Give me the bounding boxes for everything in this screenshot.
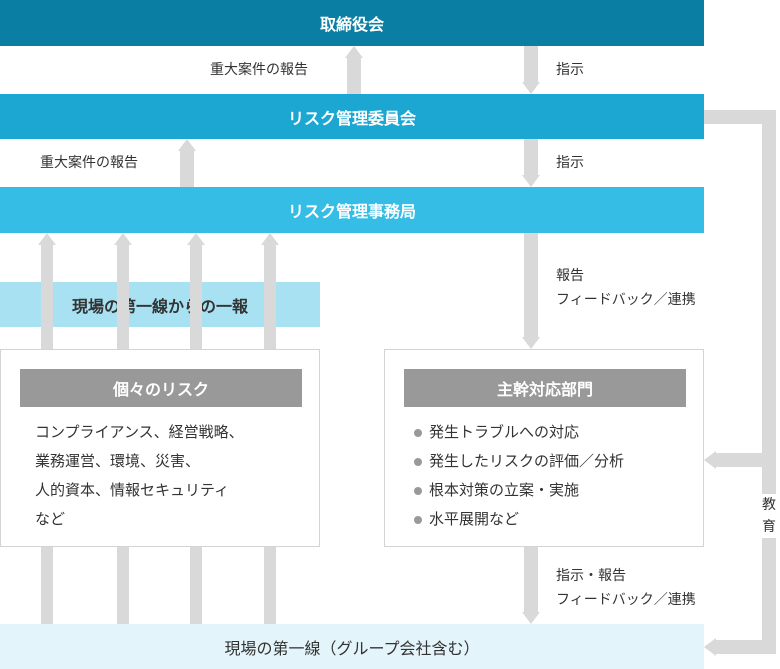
education-to-frontline-shaft [716,640,762,654]
instruct-down-arrow-shaft [524,46,538,82]
education-label-1: 教 [762,497,776,513]
report-to-board-label: 重大案件の報告 [210,62,308,78]
risk-line-4: など [35,510,66,528]
risk-line-3: 人的資本、情報セキュリティ [35,481,230,499]
office-to-dept-label-1: 報告 [556,268,584,284]
office-to-dept-label-2: フィードバック／連携 [556,292,696,308]
office-to-dept-arrow-shaft [524,233,538,337]
frontline-up-arrow-4-head [261,233,279,245]
report-up-arrow-head [345,46,363,58]
education-to-dept-shaft [716,453,762,467]
board-label: 取締役会 [319,15,384,34]
frontline-report-label: 現場の第一線からの一報 [71,296,248,316]
education-vertical-line [762,110,776,654]
risk-box: 個々のリスク コンプライアンス、経営戦略、 業務運営、環境、災害、 人的資本、情… [0,349,320,547]
instruct-from-committee-label: 指示 [556,155,584,171]
dept-to-frontline-label-2: フィードバック／連携 [556,592,696,608]
office-band: リスク管理事務局 [0,187,704,233]
risk-line-2: 業務運営、環境、災害、 [35,452,201,470]
dept-task-text: 発生したリスクの評価／分析 [429,452,625,470]
frontline-up-arrow-1-head [38,233,56,245]
office-to-dept-arrow-head [522,337,540,349]
bullet-icon [414,516,422,524]
dept-box-title: 主幹対応部門 [404,369,686,407]
education-label: 教 育 [756,494,780,538]
bullet-icon [414,429,422,437]
board-band: 取締役会 [0,0,704,46]
dept-task-list: 発生トラブルへの対応 発生したリスクの評価／分析 根本対策の立案・実施 水平展開… [413,418,624,534]
dept-to-frontline-arrow-head [522,612,540,624]
report2-up-arrow-head [178,139,196,151]
frontline-up-arrow-2-head [114,233,132,245]
dept-to-frontline-label-1: 指示・報告 [556,568,626,584]
dept-task-item: 水平展開など [413,505,624,534]
dept-task-text: 発生トラブルへの対応 [429,423,580,441]
frontline-up-arrow-3-head [187,233,205,245]
frontline-band: 現場の第一線（グループ会社含む） [0,624,704,669]
frontline-label: 現場の第一線（グループ会社含む） [224,638,480,658]
office-label: リスク管理事務局 [287,202,416,221]
risk-box-text: コンプライアンス、経営戦略、 業務運営、環境、災害、 人的資本、情報セキュリティ… [35,418,244,534]
instruct-from-board-label: 指示 [556,62,584,78]
bullet-icon [414,458,422,466]
education-to-frontline-head [704,638,716,656]
dept-task-item: 発生トラブルへの対応 [413,418,624,447]
committee-label: リスク管理委員会 [287,108,416,128]
education-top-connector [704,110,776,124]
committee-band: リスク管理委員会 [0,94,704,139]
instruct2-down-arrow-shaft [524,139,538,175]
risk-box-title: 個々のリスク [20,369,302,407]
report-up-arrow-shaft [347,58,361,94]
dept-task-item: 根本対策の立案・実施 [413,476,624,505]
instruct2-down-arrow-head [522,175,540,187]
education-to-dept-head [704,451,716,469]
dept-box: 主幹対応部門 発生トラブルへの対応 発生したリスクの評価／分析 根本対策の立案・… [384,349,704,547]
education-label-2: 育 [762,519,776,535]
risk-line-1: コンプライアンス、経営戦略、 [35,423,244,441]
dept-task-item: 発生したリスクの評価／分析 [413,447,624,476]
report2-up-arrow-shaft [180,151,194,187]
report-to-committee-label: 重大案件の報告 [40,155,138,171]
dept-to-frontline-arrow-shaft [524,547,538,612]
bullet-icon [414,487,422,495]
dept-task-text: 水平展開など [429,510,520,528]
instruct-down-arrow-head [522,82,540,94]
dept-task-text: 根本対策の立案・実施 [429,481,580,499]
